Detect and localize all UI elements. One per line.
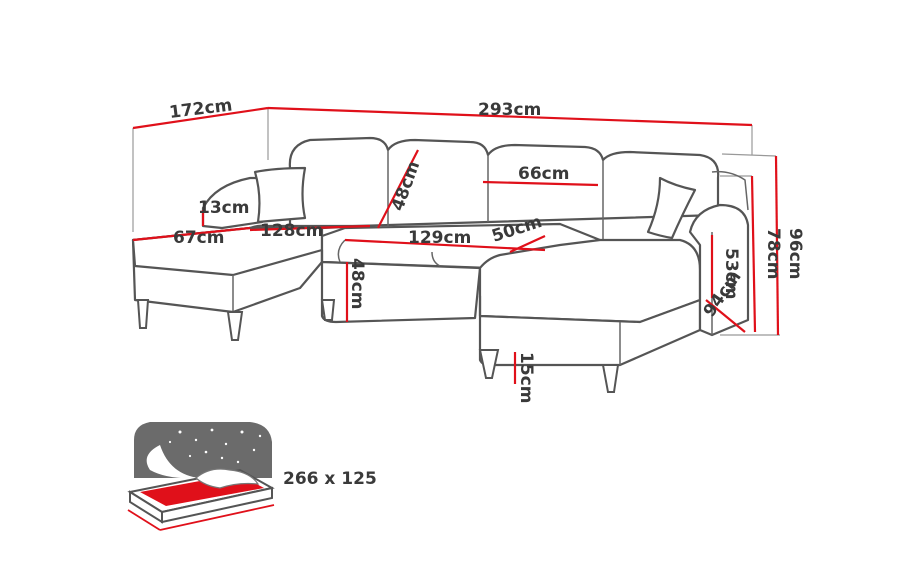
left-armrest — [201, 176, 264, 230]
label-seat-height: 48cm — [347, 258, 367, 309]
left-pillow — [253, 166, 307, 224]
bed-size-label: 266 x 125 — [283, 469, 377, 489]
leg-center — [320, 299, 336, 321]
label-center-seat-width: 129cm — [408, 228, 471, 248]
label-left-seat-width: 128cm — [260, 221, 323, 241]
label-overall-height: 96cm — [785, 228, 805, 279]
leg-left-front — [226, 311, 244, 341]
sofa-outline — [131, 136, 750, 393]
leg-left-back — [136, 299, 150, 329]
dimension-labels: 172cm 293cm 96cm 78cm 53cm 94cm 13cm 67c… — [168, 95, 805, 403]
right-pillow — [646, 176, 697, 240]
label-leg-height: 15cm — [516, 352, 536, 403]
label-back-height: 78cm — [763, 228, 783, 279]
label-armrest-width: 13cm — [198, 198, 249, 218]
label-arm-height: 53cm — [721, 248, 741, 299]
center-seat-front — [320, 248, 482, 324]
bed-icon — [127, 422, 275, 531]
right-armrest — [688, 203, 750, 337]
right-chaise — [478, 238, 702, 324]
label-cushion-width: 66cm — [518, 164, 569, 184]
label-total-width: 293cm — [478, 100, 541, 120]
star-icon — [168, 428, 262, 464]
dimension-lines — [132, 106, 780, 384]
label-left-seat-depth: 67cm — [173, 228, 224, 248]
label-chaise-length: 172cm — [168, 95, 233, 123]
leg-right-front — [601, 364, 620, 393]
leg-right-back — [478, 349, 500, 379]
